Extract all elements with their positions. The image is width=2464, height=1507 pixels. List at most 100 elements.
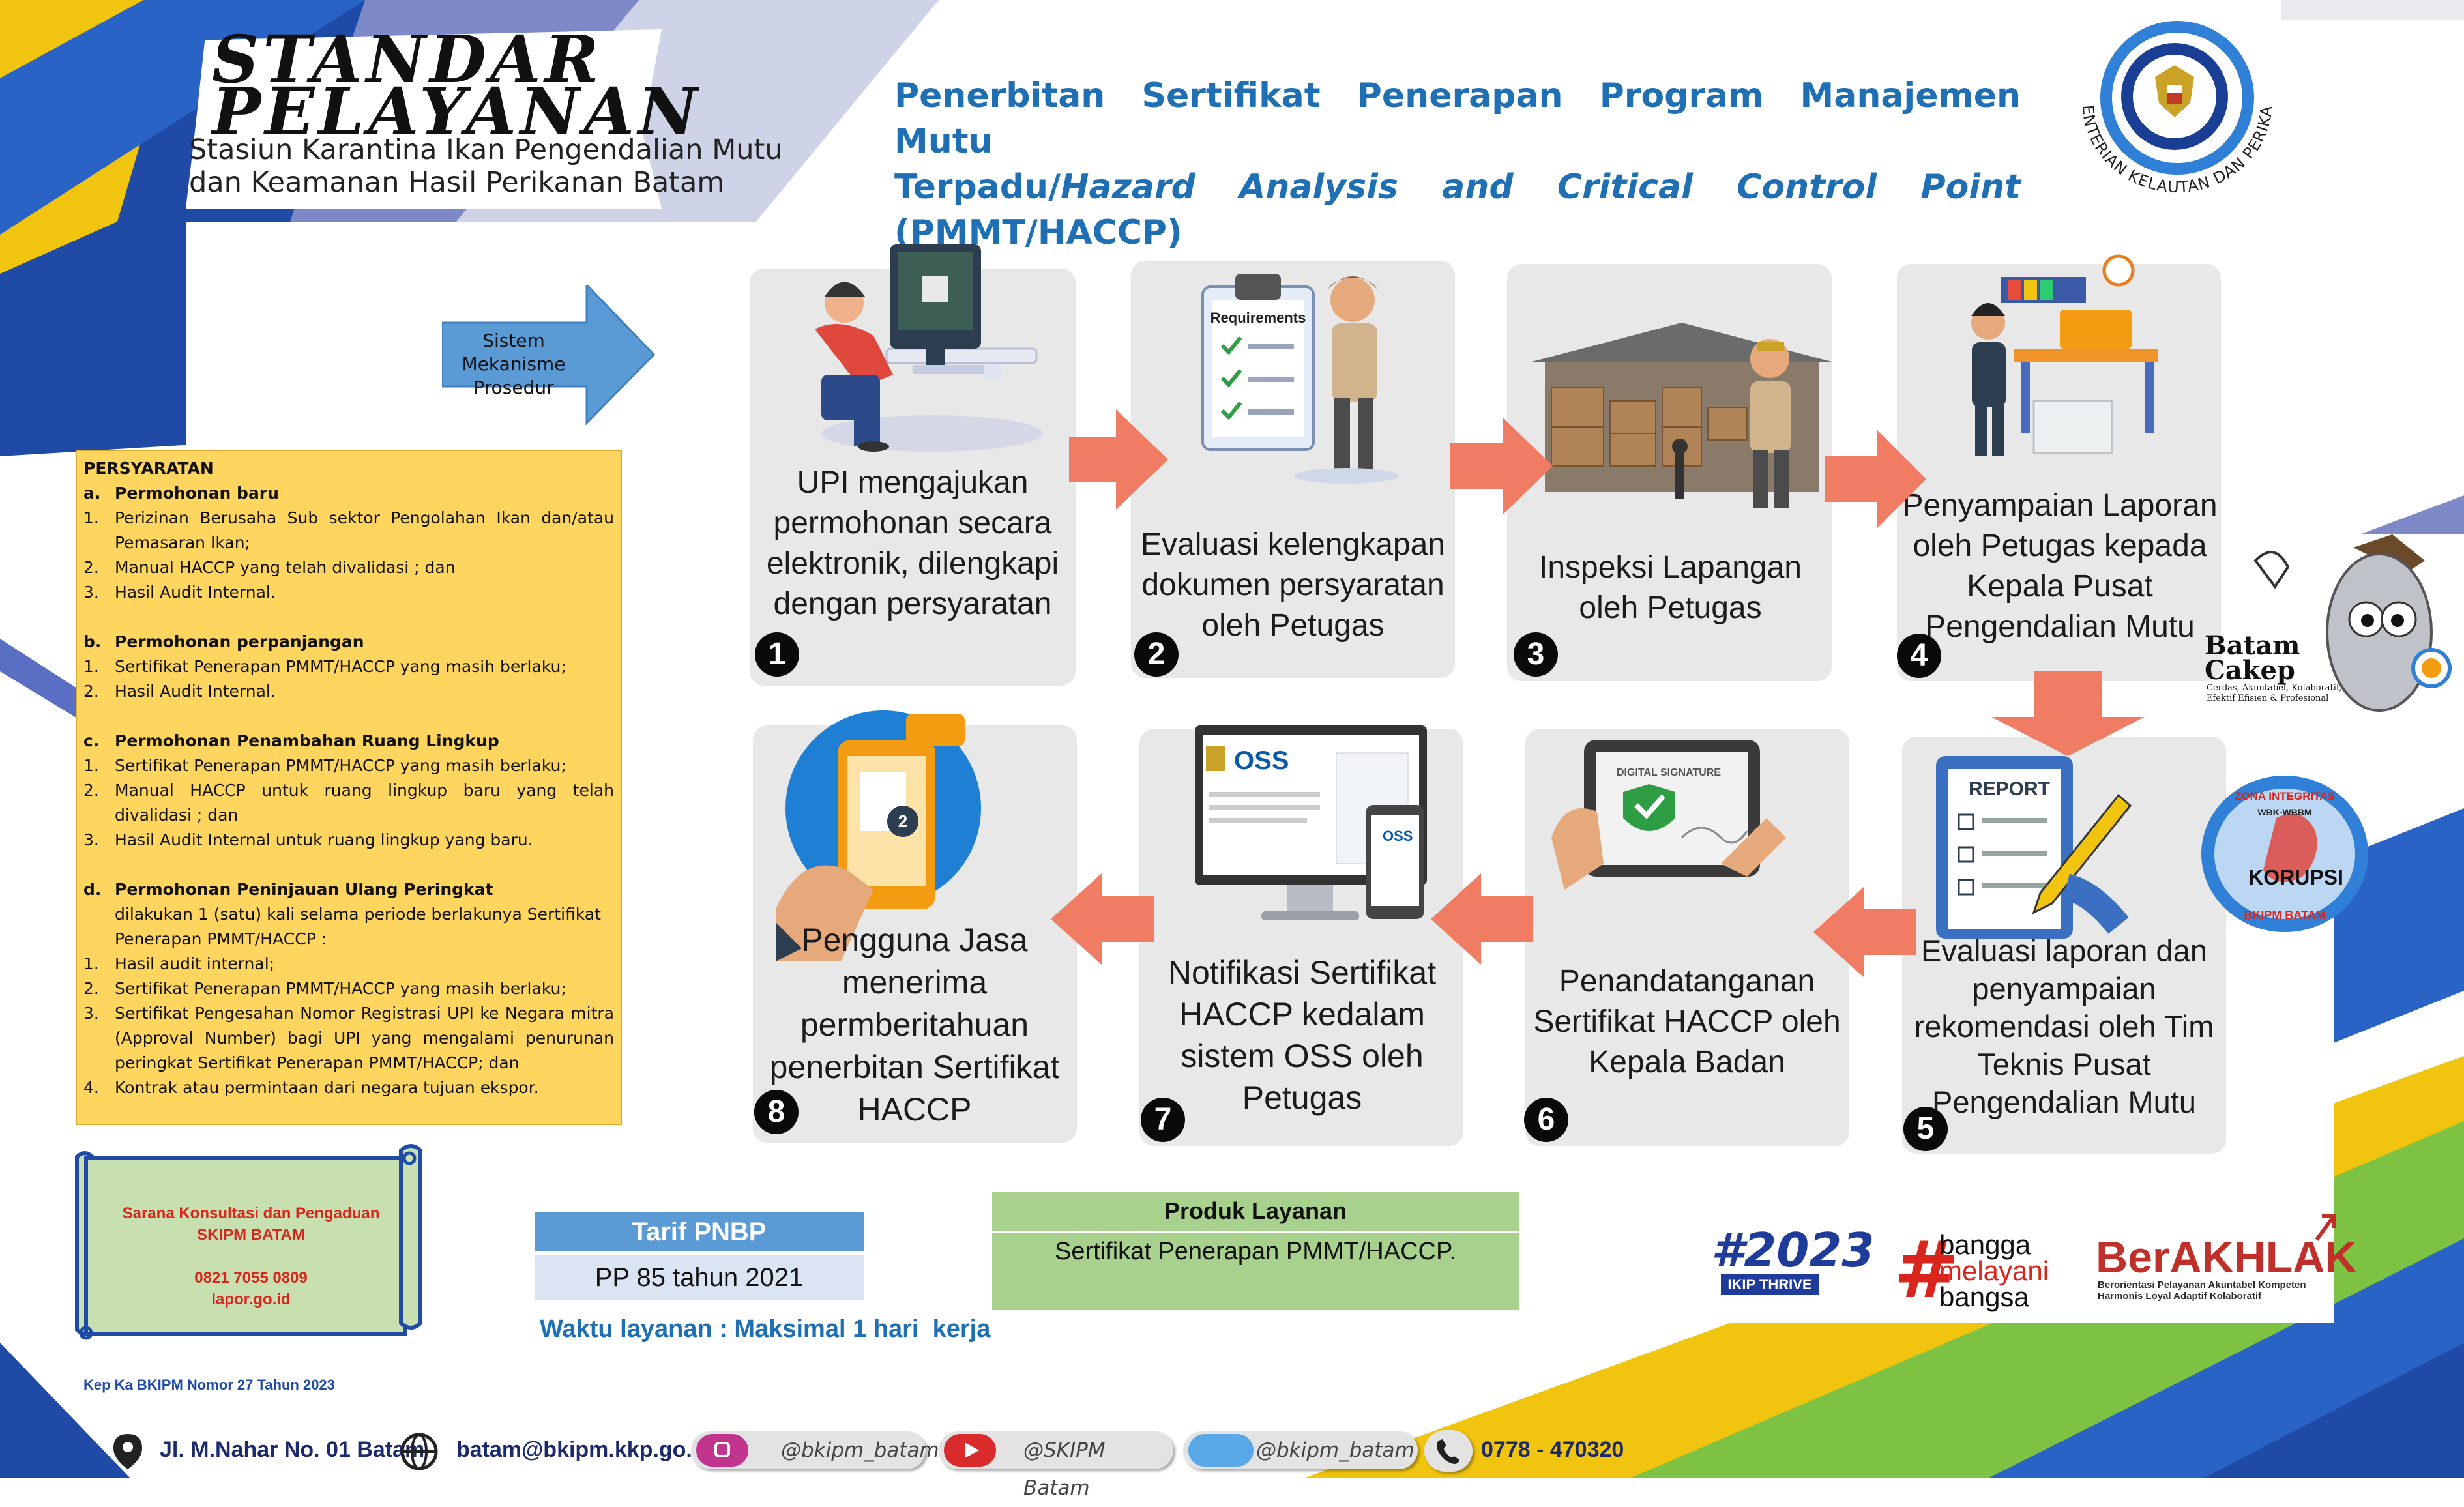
step-number-5: 5: [1903, 1107, 1948, 1151]
computer-user-icon: [815, 244, 1043, 452]
batam-cakep-title: Batam Cakep: [2205, 630, 2300, 686]
bangga-line2: melayani: [1939, 1255, 2049, 1286]
requirements-item-text: Sertifikat Pengesahan Nomor Registrasi U…: [115, 1004, 614, 1072]
phone-notification-icon: 2: [776, 710, 981, 961]
office-desk-icon: [1971, 254, 2158, 456]
step-text-5: Evaluasi laporan dan penyampaian rekomen…: [1914, 933, 2214, 1119]
play-glyph-icon: [965, 1442, 979, 1458]
svg-text:OSS: OSS: [1383, 828, 1413, 844]
oss-monitor-icon: OSS OSS: [1195, 725, 1427, 920]
svg-text:ZONA INTEGRITAS: ZONA INTEGRITAS: [2235, 790, 2335, 802]
batam-cakep-mascot: [2253, 534, 2452, 712]
requirements-item: 2.Hasil Audit Internal.: [83, 679, 614, 704]
requirements-item-text: Manual HACCP yang telah divalidasi ; dan: [115, 558, 456, 577]
page-title-line2: Terpadu/Hazard Analysis and Critical Con…: [894, 168, 2021, 252]
footer-email[interactable]: batam@bkipm.kkp.go.id: [456, 1437, 712, 1462]
requirements-item-text: Sertifikat Penerapan PMMT/HACCP yang mas…: [115, 979, 566, 998]
requirements-item-number: 2.: [83, 781, 99, 800]
requirements-item-number: 1.: [83, 756, 99, 775]
produk-value: Sertifikat Penerapan PMMT/HACCP.: [992, 1233, 1519, 1310]
svg-text:OSS: OSS: [1234, 746, 1289, 775]
consultation-scroll: [75, 1144, 422, 1340]
twitter-pill[interactable]: @bkipm_batam: [1183, 1431, 1418, 1469]
globe-icon: [400, 1433, 438, 1470]
badge-title-standar: STANDAR: [212, 21, 603, 98]
requirements-item-number: 3.: [83, 830, 99, 849]
step-number-8: 8: [754, 1090, 799, 1134]
youtube-pill[interactable]: @SKIPM Batam: [939, 1431, 1173, 1500]
requirements-item-text: Hasil Audit Internal.: [115, 583, 276, 602]
requirements-item-number: 4.: [83, 1078, 99, 1097]
requirements-item-number: 3.: [83, 1004, 99, 1023]
consultation-text: Sarana Konsultasi dan Pengaduan SKIPM BA…: [104, 1203, 398, 1310]
thrive-2023-caption: IKIP THRIVE: [1721, 1274, 1819, 1295]
twitter-handle: @bkipm_batam: [1256, 1439, 1415, 1462]
requirements-section-heading: a.Permohonan baru: [83, 484, 279, 503]
svg-text:Requirements: Requirements: [1210, 310, 1306, 326]
header-badge: [186, 29, 662, 209]
consultation-line2: SKIPM BATAM: [197, 1226, 305, 1244]
requirements-item: 3. Sertifikat Pengesahan Nomor Registrasi…: [83, 1001, 614, 1075]
instagram-glyph-icon: [714, 1442, 730, 1457]
decree-reference: Kep Ka BKIPM Nomor 27 Tahun 2023: [83, 1377, 335, 1393]
requirements-item-number: 2.: [83, 682, 99, 701]
mechanism-label: Sistem Mekanisme Prosedur: [462, 330, 566, 398]
step-number-1: 1: [755, 632, 799, 677]
instagram-pill[interactable]: @bkipm_batam: [691, 1431, 939, 1469]
svg-text:REPORT: REPORT: [1969, 778, 2050, 800]
thrive-2023-logo: #2023: [1711, 1223, 1875, 1278]
batam-cakep-tagline: Cerdas, Akuntabel, Kolaboratif, Efektif …: [2207, 683, 2342, 703]
berakhlak-logo: BerAKHLAK: [2096, 1233, 2357, 1282]
zona-integritas-badge: ZONA INTEGRITAS WBK-WBBM KORUPSI BKIPM B…: [2201, 776, 2368, 932]
instagram-handle: @bkipm_batam: [781, 1439, 939, 1462]
step-number-3: 3: [1514, 632, 1558, 677]
mechanism-arrow-shape: [442, 285, 656, 425]
consultation-site[interactable]: lapor.go.id: [211, 1291, 291, 1308]
footer-phone: 0778 - 470320: [1481, 1437, 1624, 1462]
step-text-1: UPI mengajukan permohonan secara elektro…: [766, 465, 1059, 621]
requirements-section-heading: c.Permohonan Penambahan Ruang Lingkup: [83, 731, 499, 750]
youtube-handle: @SKIPM Batam: [1023, 1439, 1106, 1500]
step-text-8: Pengguna Jasa menerima permberitahuan pe…: [769, 922, 1060, 1128]
requirements-item-number: 3.: [83, 583, 99, 602]
svg-text:KORUPSI: KORUPSI: [2248, 866, 2343, 889]
requirements-item: 2.Sertifikat Penerapan PMMT/HACCP yang m…: [83, 976, 614, 1001]
svg-text:DIGITAL SIGNATURE: DIGITAL SIGNATURE: [1617, 767, 1721, 778]
requirements-item-text: Sertifikat Penerapan PMMT/HACCP yang mas…: [115, 756, 566, 775]
step-number-7: 7: [1141, 1098, 1185, 1142]
bangga-line1: bangga: [1939, 1229, 2031, 1260]
step-text-4: Penyampaian Laporan oleh Petugas kepada …: [1902, 488, 2218, 644]
requirements-section-heading: d.Permohonan Peninjauan Ulang Peringkat: [83, 880, 493, 899]
step-number-6: 6: [1524, 1098, 1568, 1142]
requirements-item: 1.Hasil audit internal;: [83, 952, 614, 976]
requirements-item-text: Sertifikat Penerapan PMMT/HACCP yang mas…: [115, 657, 566, 676]
office-name: Stasiun Karantina Ikan Pengendalian Mutu…: [189, 134, 828, 199]
requirements-item-number: 1.: [83, 508, 99, 527]
svg-text:WBK-WBBM: WBK-WBBM: [2257, 807, 2311, 817]
step-text-2: Evaluasi kelengkapan dokumen persyaratan…: [1141, 527, 1445, 643]
bangga-line3: bangsa: [1939, 1281, 2029, 1312]
phone-icon: [1424, 1430, 1473, 1472]
requirements-clipboard-icon: Requirements: [1201, 274, 1398, 484]
office-name-line1: Stasiun Karantina Ikan Pengendalian Mutu: [189, 134, 783, 166]
page-title: Penerbitan Sertifikat Penerapan Program …: [894, 73, 2021, 256]
digital-signature-tablet-icon: DIGITAL SIGNATURE: [1551, 740, 1786, 890]
berakhlak-tagline: Berorientasi Pelayanan Akuntabel Kompete…: [2098, 1280, 2306, 1302]
location-pin-icon: [113, 1434, 142, 1469]
requirements-section-note: dilakukan 1 (satu) kali selama periode b…: [115, 905, 601, 948]
step-text-7: Notifikasi Sertifikat HACCP kedalam sist…: [1167, 954, 1437, 1116]
requirements-item: 2.Manual HACCP yang telah divalidasi ; d…: [83, 555, 614, 580]
requirements-item: 3. Hasil Audit Internal.: [83, 580, 614, 605]
requirements-item-number: 1.: [83, 657, 99, 676]
requirements-item-text: Manual HACCP untuk ruang lingkup baru ya…: [115, 781, 614, 825]
requirements-sections: a.Permohonan baru 1.Perizinan Berusaha Su…: [83, 481, 614, 1100]
berakhlak-arrow-icon: [2315, 1214, 2336, 1241]
requirements-item-text: Kontrak atau permintaan dari negara tuju…: [115, 1078, 539, 1097]
consultation-phone: 0821 7055 0809: [194, 1269, 308, 1287]
requirements-item: 1.Perizinan Berusaha Sub sektor Pengolah…: [83, 506, 614, 555]
requirements-item-text: Hasil Audit Internal untuk ruang lingkup…: [115, 830, 533, 849]
report-clipboard-icon: REPORT: [1936, 756, 2132, 939]
step-number-2: 2: [1134, 632, 1179, 677]
svg-text:BKIPM BATAM: BKIPM BATAM: [2244, 909, 2325, 922]
